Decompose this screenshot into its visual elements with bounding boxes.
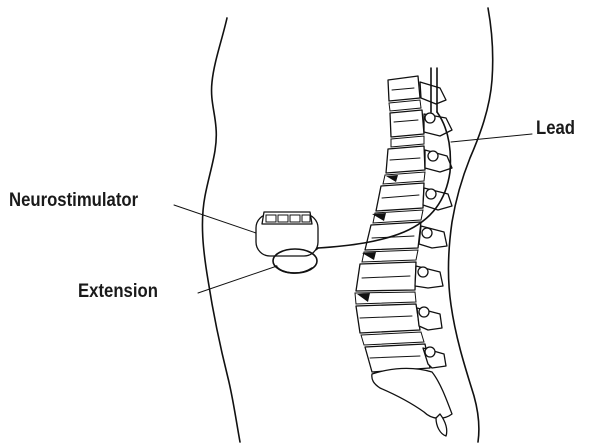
torso-back-outline	[448, 8, 492, 442]
lead-label: Lead	[536, 118, 575, 140]
lead-leader-line	[451, 134, 532, 142]
extension-label: Extension	[78, 281, 158, 303]
neurostimulator-leader-line	[174, 205, 256, 233]
sacrum	[372, 368, 452, 418]
extension-leader-line	[198, 266, 277, 293]
neurostimulator-label: Neurostimulator	[9, 190, 138, 212]
spine	[355, 76, 452, 436]
neurostimulator-device	[256, 212, 318, 273]
torso-front-outline	[202, 18, 240, 442]
